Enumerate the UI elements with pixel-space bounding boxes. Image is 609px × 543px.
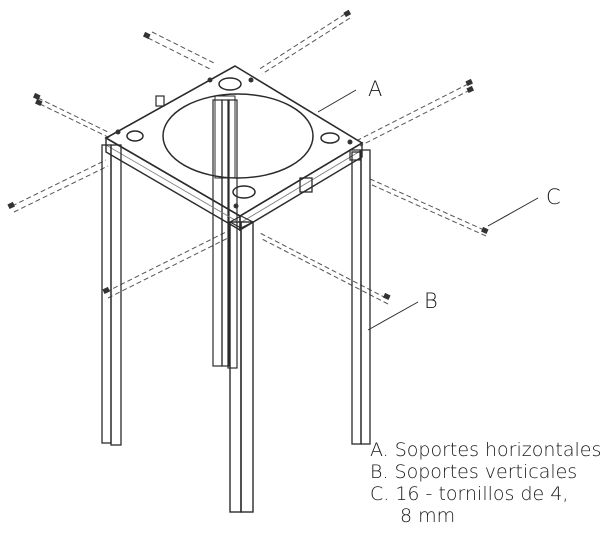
horizontal-supports-frame bbox=[104, 65, 364, 232]
vertical-supports-back bbox=[212, 99, 238, 369]
screw-guides bbox=[11, 13, 487, 305]
legend-line-c: C. 16 - tornillos de 4, bbox=[370, 483, 568, 505]
vertical-supports-front bbox=[101, 144, 371, 513]
legend: A. Soportes horizontales B. Soportes ver… bbox=[370, 439, 601, 527]
callout-c: C bbox=[546, 185, 561, 209]
callout-a: A bbox=[368, 77, 382, 101]
legend-line-a: A. Soportes horizontales bbox=[370, 439, 601, 461]
legend-line-b: B. Soportes verticales bbox=[370, 461, 577, 483]
legend-line-c-cont: 8 mm bbox=[400, 505, 455, 527]
callout-leaders bbox=[317, 89, 539, 331]
callout-b: B bbox=[424, 289, 438, 313]
screws bbox=[7, 9, 489, 300]
